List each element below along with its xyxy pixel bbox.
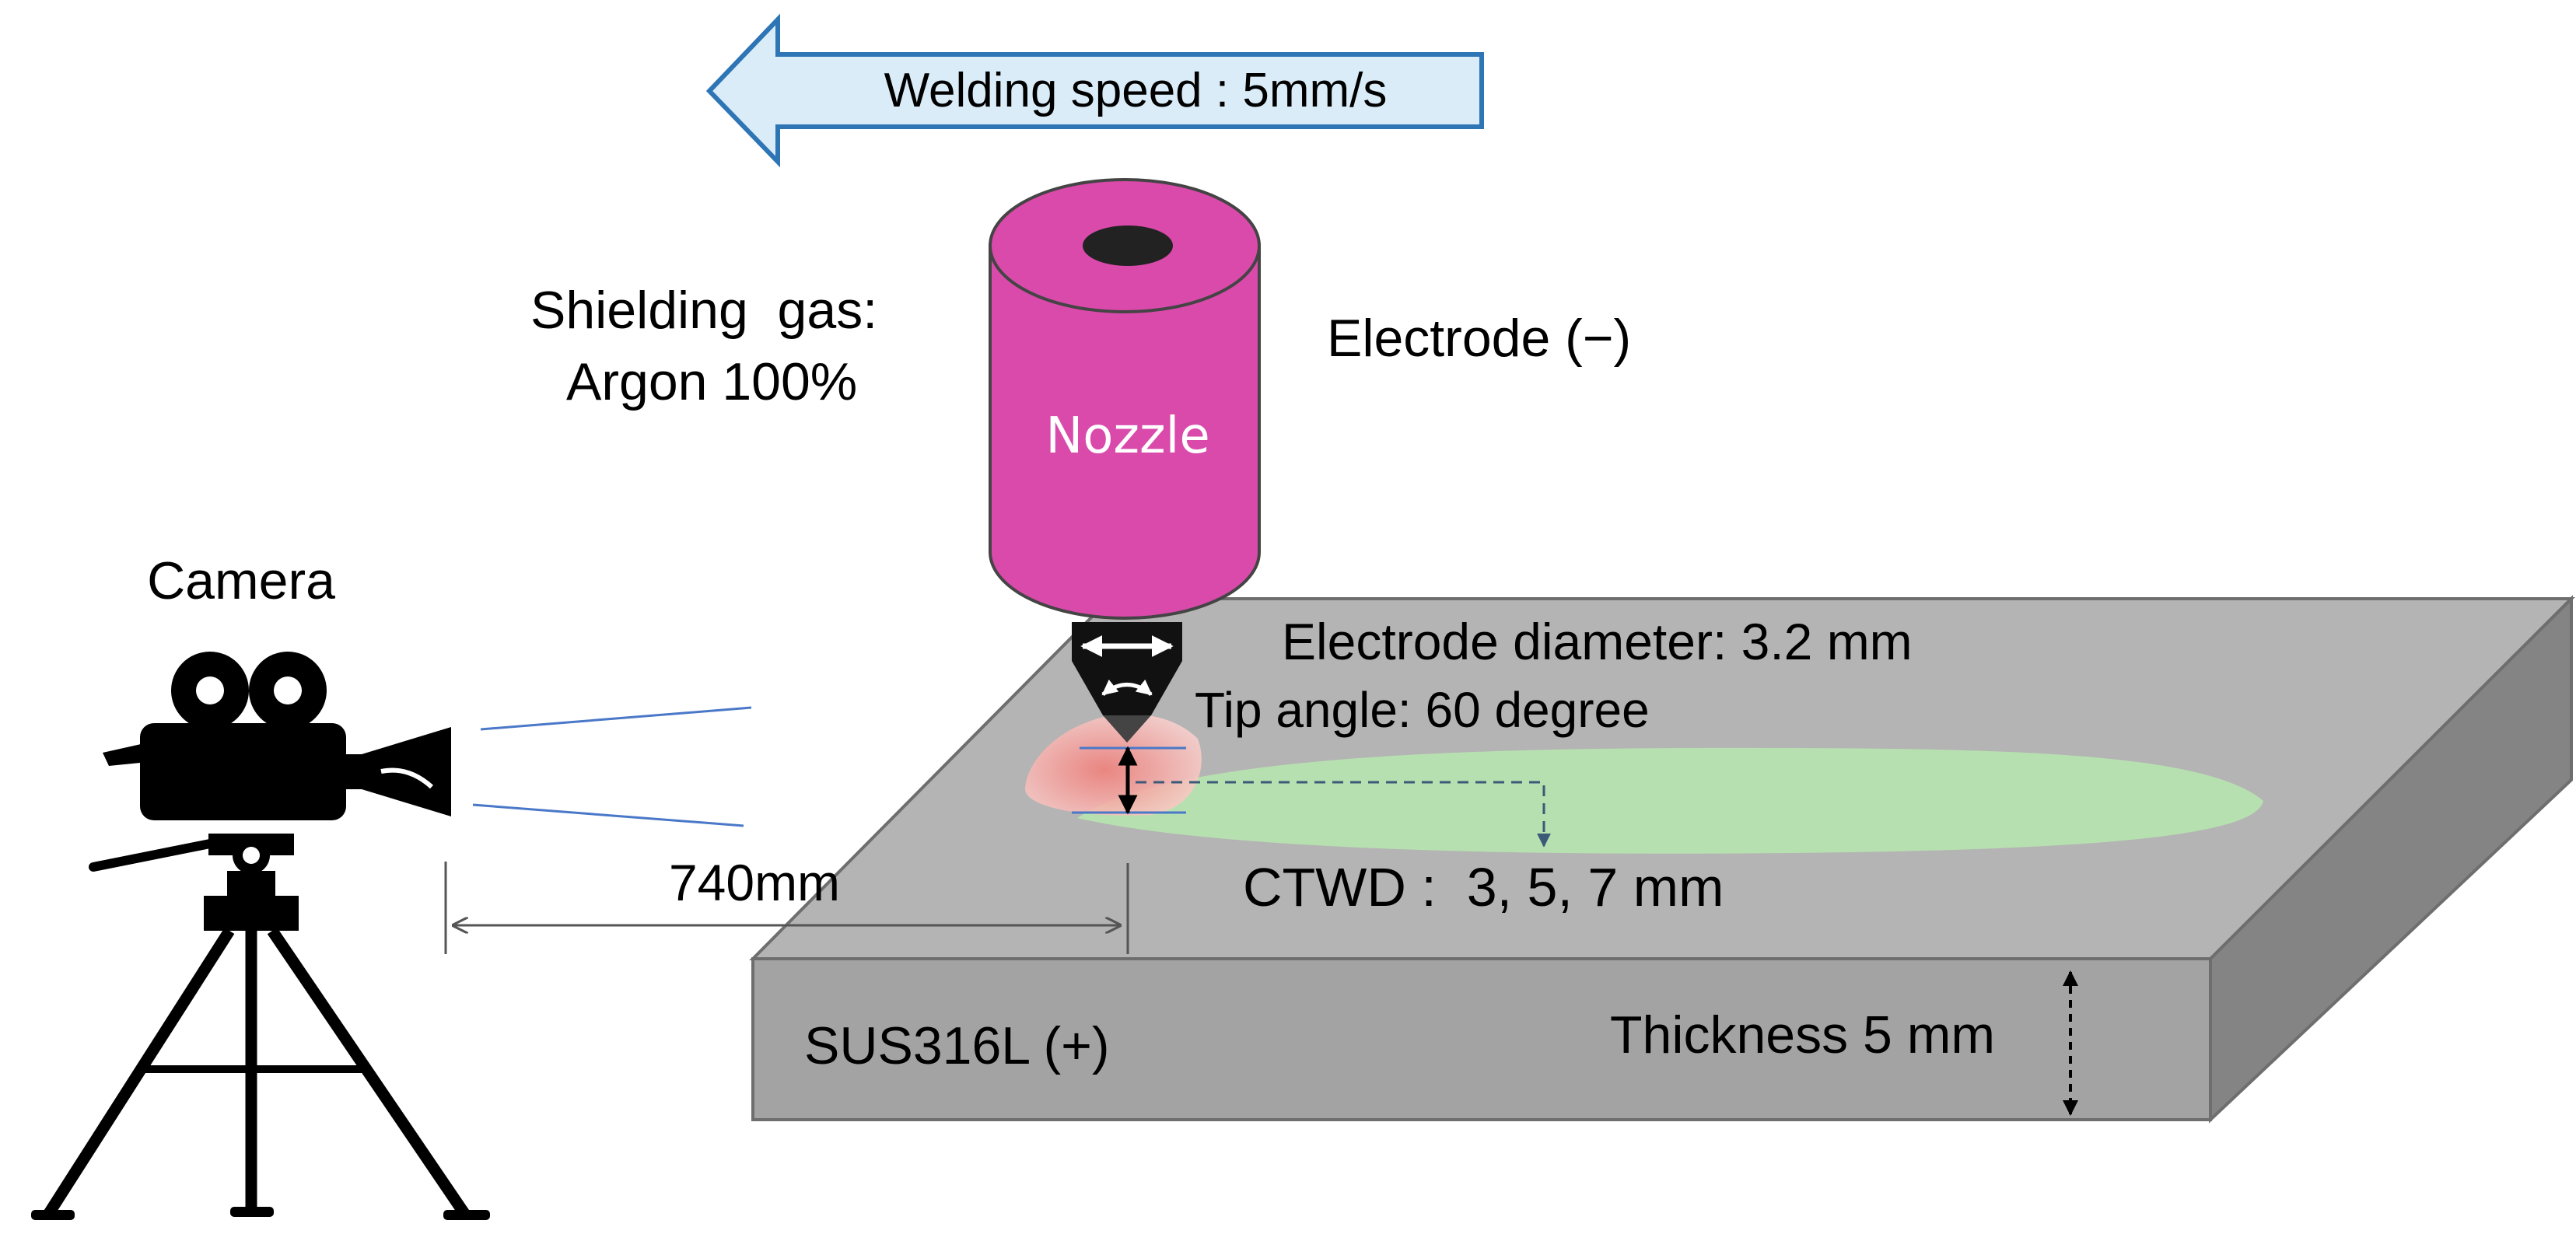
tripod-icon xyxy=(31,871,490,1221)
plate-front-face xyxy=(751,957,2212,1121)
electrode-label: Electrode (−) xyxy=(1327,309,1631,368)
distance-dimension: 740mm xyxy=(444,854,1129,954)
shielding-gas-label-line1: Shielding gas: xyxy=(530,281,877,340)
weld-bead xyxy=(1077,747,2263,854)
shielding-gas-label-line2: Argon 100% xyxy=(566,352,857,411)
movie-camera-icon xyxy=(89,652,451,874)
electrode-tip-icon xyxy=(1072,622,1182,743)
ctwd-dimension xyxy=(1072,746,1551,848)
tip-angle-label: Tip angle: 60 degree xyxy=(1195,682,1650,738)
welding-arc xyxy=(1025,714,1202,816)
thickness-label: Thickness 5 mm xyxy=(1610,1005,1995,1064)
camera-label: Camera xyxy=(147,551,335,610)
nozzle-icon xyxy=(989,178,1261,620)
nozzle-label: Nozzle xyxy=(1045,407,1209,465)
workpiece-plate xyxy=(749,595,2575,1124)
material-label: SUS316L (+) xyxy=(804,1016,1109,1075)
camera-view-lines xyxy=(472,706,752,827)
camera xyxy=(31,652,752,1221)
ctwd-label: CTWD : 3, 5, 7 mm xyxy=(1243,857,1724,918)
nozzle: Nozzle xyxy=(989,178,1261,620)
welding-speed-label: Welding speed : 5mm/s xyxy=(884,64,1388,117)
distance-label: 740mm xyxy=(669,854,840,911)
left-arrow-icon xyxy=(705,13,1484,168)
welding-speed-arrow: Welding speed : 5mm/s xyxy=(705,13,1484,168)
electrode-diameter-label: Electrode diameter: 3.2 mm xyxy=(1282,613,1913,670)
